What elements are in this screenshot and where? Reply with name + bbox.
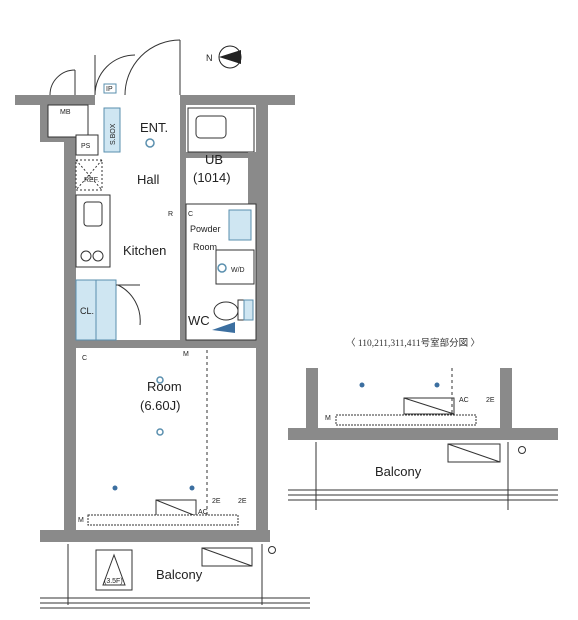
powder-room-label: Room xyxy=(193,242,217,252)
kitchen-counter xyxy=(75,194,111,268)
outdoor-unit xyxy=(201,547,253,567)
pipe-space xyxy=(75,134,99,156)
closet-label: CL. xyxy=(80,306,94,316)
sliding-window xyxy=(87,514,239,526)
r-mark: R xyxy=(168,211,173,218)
ac-inset-label: AC xyxy=(459,397,469,404)
mark-m: M xyxy=(78,517,84,524)
hall-label: Hall xyxy=(137,172,160,187)
refrigerator-space xyxy=(75,159,103,191)
washbasin xyxy=(228,209,252,241)
north-arrow-icon: N xyxy=(206,45,242,69)
ub-size-label: (1014) xyxy=(193,170,231,185)
ac-label: AC xyxy=(198,509,208,516)
inset-plan: AC 2E M Balcony xyxy=(288,368,558,510)
north-label: N xyxy=(206,53,213,63)
mark-m-inset: M xyxy=(325,415,331,422)
inset-caption: 〈 110,211,311,411号室部分図 〉 xyxy=(346,337,480,349)
room-label: Room xyxy=(147,379,182,394)
ref-label: REF. xyxy=(84,177,99,184)
entrance-doors xyxy=(49,39,181,96)
sink-icon xyxy=(83,201,103,227)
mark-m-upper: M xyxy=(183,351,189,358)
room-size-label: (6.60J) xyxy=(140,398,180,413)
entrance-label: ENT. xyxy=(140,120,168,135)
wc-door-marker xyxy=(212,322,235,333)
unit-bath xyxy=(187,107,255,153)
mark-2e-inset: 2E xyxy=(486,397,495,404)
emergency-hatch xyxy=(95,549,133,591)
mark-2e-2: 2E xyxy=(238,498,247,505)
ps-label: PS xyxy=(81,143,91,150)
wc-label: WC xyxy=(188,313,210,328)
c-mark: C xyxy=(188,211,193,218)
wd-label: W/D xyxy=(231,267,245,274)
shoe-box xyxy=(103,107,121,153)
balcony-label: Balcony xyxy=(156,567,203,582)
meter-box xyxy=(47,104,89,138)
kitchen-label: Kitchen xyxy=(123,243,166,258)
balcony-inset-label: Balcony xyxy=(375,464,422,479)
powder-label: Powder xyxy=(190,224,221,234)
sf-label: (3.5F) xyxy=(104,578,123,585)
ip-label: IP xyxy=(106,86,113,93)
mb-label: MB xyxy=(60,109,71,116)
mark-2e: 2E xyxy=(212,498,221,505)
c-mark-2: C xyxy=(82,355,87,362)
exterior-walls xyxy=(15,95,295,542)
ub-label: UB xyxy=(205,152,223,167)
sbox-label: S.BOX xyxy=(110,123,117,145)
washer-space xyxy=(215,249,255,285)
toilet-icon xyxy=(213,301,239,321)
